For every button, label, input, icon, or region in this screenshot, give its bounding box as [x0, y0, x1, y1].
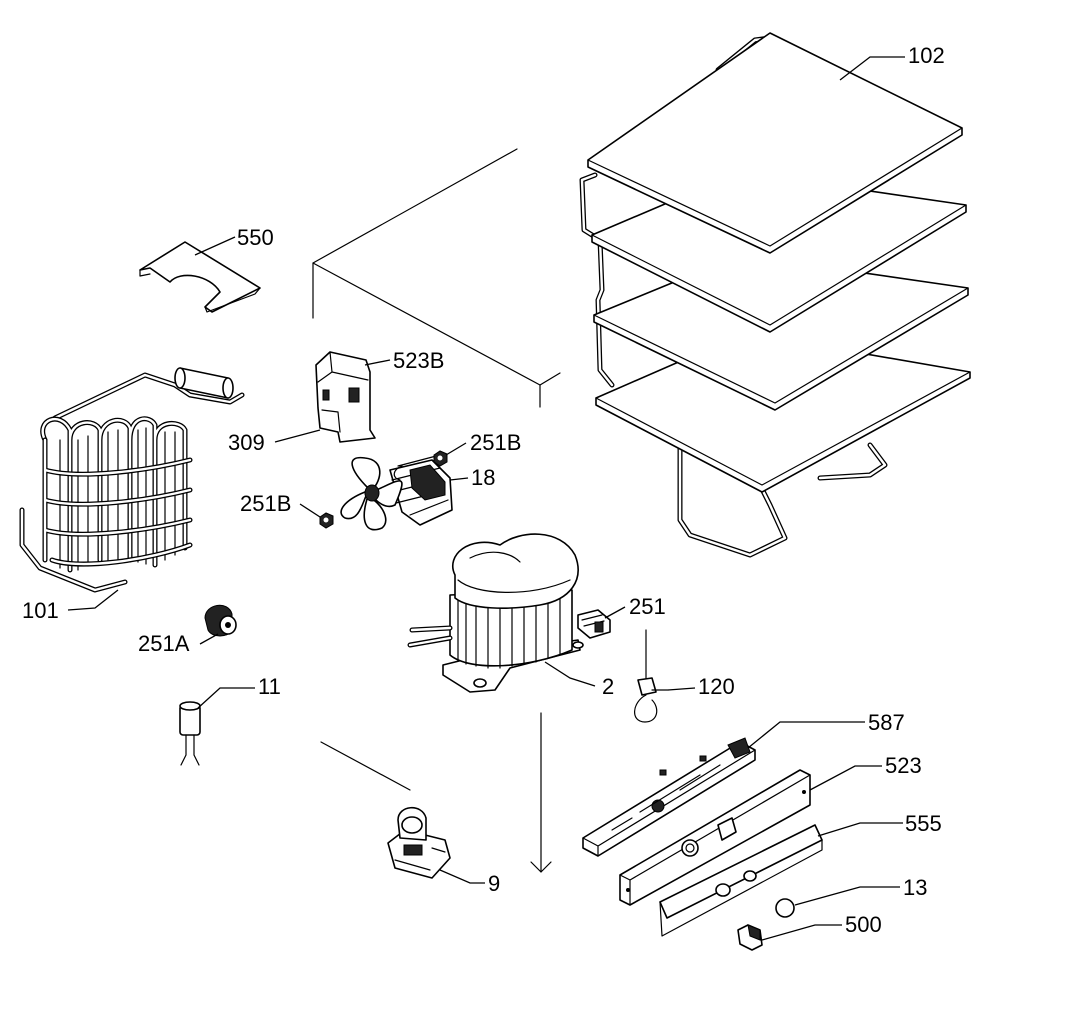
callout-500: 500 — [845, 912, 882, 937]
condenser-coils — [40, 416, 193, 573]
callout-13: 13 — [903, 875, 927, 900]
cabinet-outline — [312, 148, 561, 873]
bracket-550 — [139, 241, 261, 313]
condenser — [19, 367, 245, 593]
callout-2: 2 — [602, 674, 614, 699]
label-panel-555 — [659, 824, 823, 937]
connector-251 — [577, 609, 611, 639]
callout-11: 11 — [258, 674, 281, 699]
callout-555: 555 — [905, 811, 942, 836]
fan-motor — [389, 454, 453, 526]
callout-523b: 523B — [393, 348, 444, 373]
relay-cover-523b — [315, 351, 376, 443]
callout-251b-left: 251B — [240, 491, 291, 516]
dryer-filter — [174, 367, 234, 399]
nut-251b-left — [319, 512, 334, 529]
capacitor-11 — [179, 701, 201, 766]
compressor — [407, 533, 584, 693]
callout-9: 9 — [488, 871, 500, 896]
callout-120: 120 — [698, 674, 735, 699]
callout-18: 18 — [471, 465, 495, 490]
shelves — [579, 32, 971, 558]
callout-102: 102 — [908, 43, 945, 68]
control-board-587 — [582, 737, 756, 857]
callout-550: 550 — [237, 225, 274, 250]
callout-309: 309 — [228, 430, 265, 455]
nut-251b-top — [433, 450, 448, 467]
callout-labels: 102 550 523B 309 251B 18 251B 101 251A 2… — [22, 43, 945, 937]
callout-251: 251 — [629, 594, 666, 619]
lens-13 — [775, 898, 795, 918]
grommet-251a — [204, 604, 237, 637]
control-panel-523 — [619, 769, 811, 906]
callout-587: 587 — [868, 710, 905, 735]
callout-101: 101 — [22, 598, 59, 623]
fan-blade — [340, 456, 403, 531]
relay-9 — [387, 806, 451, 879]
leader-lines — [67, 56, 905, 941]
callout-251b-top: 251B — [470, 430, 521, 455]
callout-523: 523 — [885, 753, 922, 778]
shelf-1 — [587, 32, 963, 254]
knob-500 — [737, 924, 763, 951]
sensor-120 — [634, 629, 669, 723]
callout-251a: 251A — [138, 631, 190, 656]
shelf-4 — [595, 332, 971, 493]
